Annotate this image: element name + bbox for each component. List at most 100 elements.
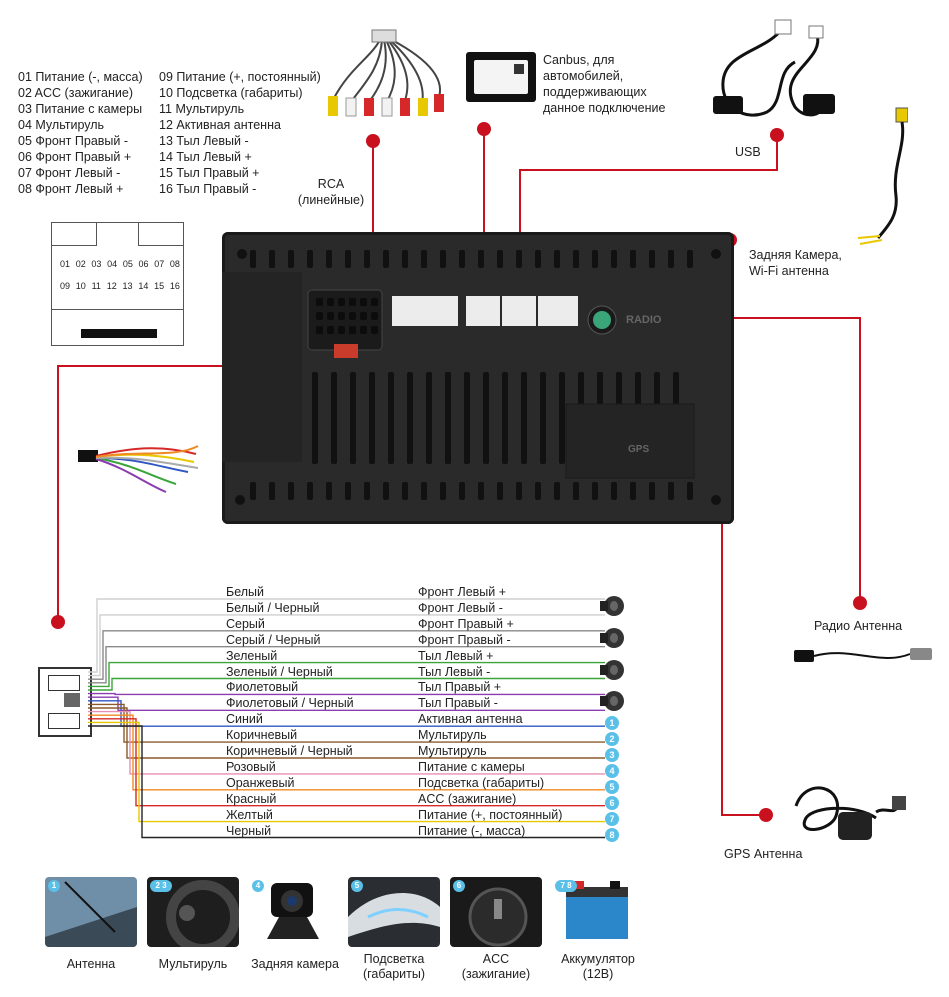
photo-number-badge: 6 [453, 880, 465, 892]
wire-row: Серый Фронт Правый + [0, 617, 949, 633]
wire-number-badge: 6 [605, 795, 619, 810]
pin-item: 03 Питание с камеры [18, 102, 143, 116]
rca-label: RCA (линейные) [297, 177, 365, 207]
gps-port-label: GPS [628, 444, 650, 455]
wire-row: Розовый Питание с камеры [0, 760, 949, 776]
wire-row: Синий Активная антенна [0, 712, 949, 728]
photo-caption: Аккумулятор (12В) [561, 952, 635, 981]
wire-function: Питание (+, постоянный) [418, 807, 563, 822]
wire-number-badge: 3 [605, 748, 619, 762]
rca-cable-image [328, 29, 444, 117]
wire-color-name: Серый / Черный [226, 632, 321, 647]
wire-line [88, 661, 605, 688]
connector-pin-number: 03 [91, 259, 102, 269]
connector-pin-number: 16 [169, 281, 180, 291]
speaker-icon [598, 627, 626, 649]
wire-number-badge: 8 [605, 827, 619, 842]
rca-dot [366, 134, 380, 148]
connection-photo: 4 [249, 877, 341, 947]
pin-item: 02 ACC (зажигание) [18, 86, 133, 100]
radio-antenna-image [794, 648, 932, 662]
wire-line [88, 714, 605, 791]
speaker-icon [598, 595, 626, 617]
wire-color-name: Серый [226, 616, 265, 631]
photo-caption: Антенна [66, 957, 116, 971]
pin-list-right: 09 Питание (+, постоянный)10 Подсветка (… [159, 69, 321, 197]
wire-row: Красный ACC (зажигание) [0, 792, 949, 808]
wire-function: Фронт Левый + [418, 585, 507, 599]
wire-bundle-image [78, 445, 199, 493]
wire-line [88, 725, 605, 839]
photo-number-badge: 7 8 [555, 880, 577, 892]
wire-function: Питание с камеры [418, 759, 525, 774]
connector-pin-number: 09 [60, 281, 71, 291]
rear-camera-label: Задняя Камера, Wi-Fi антенна [749, 248, 842, 278]
wire-function: Фронт Правый + [418, 616, 514, 631]
connector-pin-number: 10 [75, 281, 86, 291]
photo-number-badge: 5 [351, 880, 363, 892]
wire-line [88, 700, 605, 727]
wire-function: Фронт Левый - [418, 600, 503, 615]
pin-item: 04 Мультируль [18, 118, 105, 132]
connector-pin-number: 07 [154, 259, 165, 269]
connector-pin-number: 06 [138, 259, 149, 269]
wire-function: Мультируль [418, 744, 487, 758]
wire-color-name: Красный [226, 791, 277, 806]
wire-color-name: Розовый [226, 759, 276, 774]
pin-item: 14 Тыл Левый + [159, 150, 252, 164]
wire-line [88, 614, 605, 677]
connector-pin-number: 14 [138, 281, 149, 291]
pin-item: 08 Фронт Левый + [18, 182, 124, 196]
connector-pin-number: 01 [60, 259, 71, 269]
speaker-icon [598, 659, 626, 681]
power-dot [51, 615, 65, 629]
connection-photo: 6 [450, 877, 542, 947]
wire-line [88, 721, 605, 823]
connection-photo: 7 8 [552, 877, 644, 947]
gps-antenna-image [794, 786, 906, 840]
usb-cable-image [713, 19, 835, 117]
wire-line [88, 630, 605, 680]
wire-color-name: Оранжевый [226, 775, 295, 790]
photo-number-badge: 1 [48, 880, 60, 892]
connector-pin-number: 08 [169, 259, 180, 269]
wire-color-name: Синий [226, 712, 263, 727]
wire-function: Активная антенна [418, 712, 523, 727]
wire-number-badge: 7 [605, 811, 619, 826]
wire-function: Тыл Правый - [418, 696, 498, 711]
wire-function: Подсветка (габариты) [418, 775, 545, 790]
wire-color-name: Коричневый / Черный [226, 744, 353, 758]
wire-line [88, 718, 605, 807]
usb-dot [770, 128, 784, 142]
wire-function: ACC (зажигание) [418, 791, 517, 806]
canbus-box-image [466, 52, 536, 102]
head-unit-rear-panel: RADIO GPS [222, 232, 734, 524]
radio-port-label: RADIO [626, 314, 662, 326]
wire-color-name: Коричневый [226, 728, 298, 743]
connector-pin-number: 02 [75, 259, 86, 269]
connection-photo: 5 [348, 877, 440, 947]
pin-item: 12 Активная антенна [159, 118, 281, 132]
gps-antenna-label: GPS Антенна [724, 847, 803, 861]
wire-line [88, 707, 605, 759]
wire-line [88, 677, 605, 691]
wire-line [88, 710, 605, 775]
wire-number-badge: 5 [605, 779, 619, 794]
wire-function: Тыл Левый - [418, 664, 491, 679]
canbus-dot [477, 122, 491, 136]
pin-list-left: 01 Питание (-, масса)02 ACC (зажигание)0… [18, 69, 143, 197]
connector-pin-number: 15 [154, 281, 165, 291]
